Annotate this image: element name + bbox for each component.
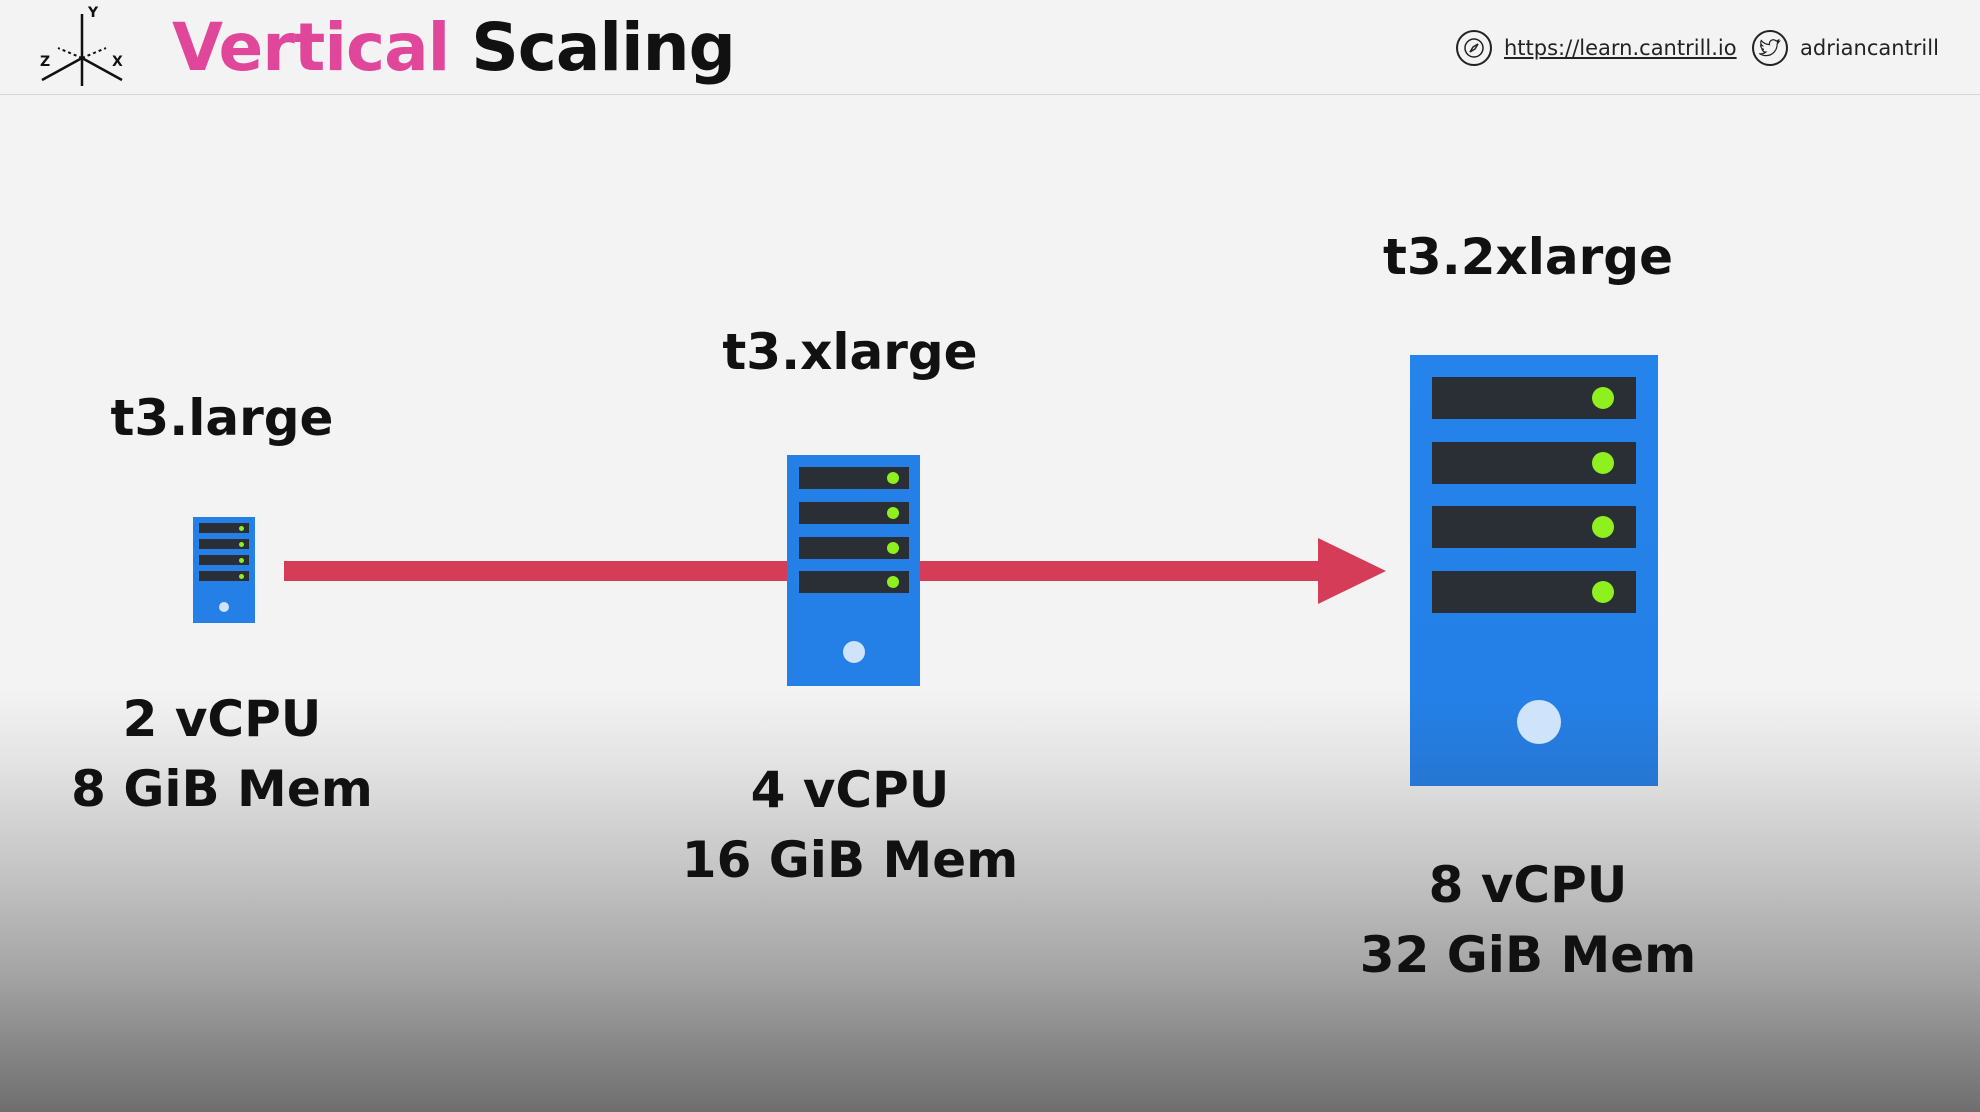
axis-y-label: Y xyxy=(87,5,99,21)
header-bar: Y Z X Vertical Scaling https://learn.can… xyxy=(0,0,1980,95)
website-link-text[interactable]: https://learn.cantrill.io xyxy=(1504,36,1737,60)
instance-name-t3-xlarge: t3.xlarge xyxy=(722,323,978,381)
vcpu-text: 8 vCPU xyxy=(1428,856,1628,914)
title-rest: Scaling xyxy=(471,9,736,86)
axis-z-label: Z xyxy=(40,54,50,70)
page-title: Vertical Scaling xyxy=(172,6,736,90)
title-accent: Vertical xyxy=(172,9,450,86)
twitter-handle-text: adriancantrill xyxy=(1800,36,1939,60)
instance-spec-t3-2xlarge: 8 vCPU 32 GiB Mem xyxy=(1360,850,1696,990)
instance-name-t3-large: t3.large xyxy=(110,389,334,447)
instance-spec-t3-xlarge: 4 vCPU 16 GiB Mem xyxy=(682,755,1018,895)
axis-x-label: X xyxy=(112,54,123,70)
compass-icon xyxy=(1456,30,1492,66)
server-icon-small xyxy=(193,517,255,623)
server-icon-large xyxy=(1410,355,1658,786)
instance-spec-t3-large: 2 vCPU 8 GiB Mem xyxy=(71,684,373,824)
mem-text: 16 GiB Mem xyxy=(681,831,1019,889)
twitter-handle[interactable]: adriancantrill xyxy=(1752,28,1939,68)
instance-name-t3-2xlarge: t3.2xlarge xyxy=(1383,228,1673,286)
server-icon-medium xyxy=(787,455,920,686)
mem-text: 32 GiB Mem xyxy=(1359,926,1697,984)
axes-logo-icon: Y Z X xyxy=(40,5,123,86)
vcpu-text: 2 vCPU xyxy=(122,690,322,748)
twitter-icon xyxy=(1752,30,1788,66)
website-link[interactable]: https://learn.cantrill.io xyxy=(1456,28,1737,68)
mem-text: 8 GiB Mem xyxy=(71,760,373,818)
vcpu-text: 4 vCPU xyxy=(750,761,950,819)
